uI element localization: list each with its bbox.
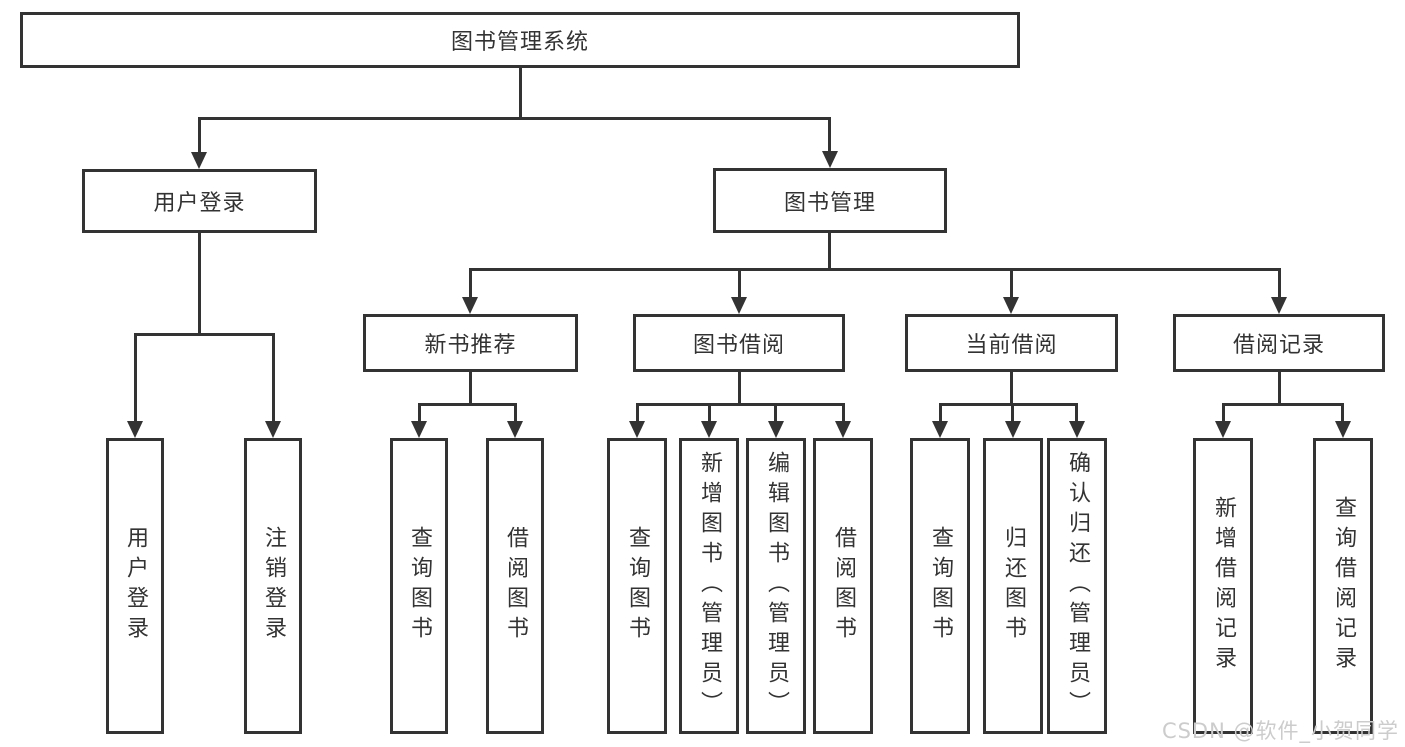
arrowhead-down-icon (127, 421, 143, 438)
connector-line (636, 403, 844, 406)
connector-line (418, 403, 516, 406)
csdn-watermark: CSDN @软件_小贺同学 (1161, 719, 1399, 743)
connector-line (1010, 372, 1013, 405)
connector-line (1222, 403, 1344, 406)
connector-line (1075, 403, 1078, 421)
connector-line (469, 268, 472, 297)
arrowhead-down-icon (932, 421, 948, 438)
node-label: 新书推荐 (424, 333, 517, 358)
node-library-system: 图书管理系统 (20, 12, 1020, 68)
connector-line (198, 233, 201, 335)
leaf-label: 编辑图书（管理员） (764, 451, 789, 721)
leaf-label: 借阅图书 (831, 526, 856, 646)
connector-line (1341, 403, 1344, 421)
arrowhead-down-icon (1335, 421, 1351, 438)
connector-line (636, 403, 639, 421)
arrowhead-down-icon (701, 421, 717, 438)
node-label: 用户登录 (153, 191, 246, 216)
arrowhead-down-icon (462, 297, 478, 314)
leaf-label: 新增借阅记录 (1211, 496, 1236, 676)
connector-line (708, 403, 711, 421)
leaf-label: 借阅图书 (503, 526, 528, 646)
connector-line (519, 68, 522, 119)
arrowhead-down-icon (822, 151, 838, 168)
leaf-add-book-admin: 新增图书（管理员） (679, 438, 739, 734)
node-new-book-recommend: 新书推荐 (363, 314, 578, 372)
leaf-add-borrow-record: 新增借阅记录 (1193, 438, 1253, 734)
connector-line (469, 372, 472, 405)
arrowhead-down-icon (1003, 297, 1019, 314)
connector-line (738, 372, 741, 405)
leaf-user-login: 用户登录 (106, 438, 164, 734)
leaf-label: 用户登录 (123, 526, 148, 646)
arrowhead-down-icon (1069, 421, 1085, 438)
connector-line (774, 403, 777, 421)
connector-line (469, 268, 1281, 271)
leaf-label: 查询图书 (928, 526, 953, 646)
leaf-borrow-books: 借阅图书 (813, 438, 873, 734)
connector-line (939, 403, 942, 421)
connector-line (738, 268, 741, 297)
node-book-management: 图书管理 (713, 168, 947, 233)
connector-line (1278, 268, 1281, 297)
connector-line (418, 403, 421, 421)
leaf-label: 新增图书（管理员） (697, 451, 722, 721)
connector-line (272, 333, 275, 421)
connector-line (134, 333, 137, 421)
leaf-label: 确认归还（管理员） (1065, 451, 1090, 721)
connector-line (828, 117, 831, 152)
leaf-query-books-recommend: 查询图书 (390, 438, 448, 734)
leaf-edit-book-admin: 编辑图书（管理员） (746, 438, 806, 734)
leaf-label: 归还图书 (1001, 526, 1026, 646)
connector-line (1011, 403, 1014, 421)
node-label: 图书管理 (783, 190, 876, 216)
arrowhead-down-icon (411, 421, 427, 438)
connector-line (514, 403, 517, 421)
node-label: 图书管理系统 (450, 30, 589, 55)
arrowhead-down-icon (265, 421, 281, 438)
leaf-label: 查询借阅记录 (1331, 496, 1356, 676)
connector-line (828, 233, 831, 270)
arrowhead-down-icon (1215, 421, 1231, 438)
arrowhead-down-icon (835, 421, 851, 438)
connector-line (842, 403, 845, 421)
leaf-label: 查询图书 (625, 526, 650, 646)
node-label: 当前借阅 (965, 333, 1058, 358)
node-current-borrowing: 当前借阅 (905, 314, 1118, 372)
connector-line (1278, 372, 1281, 405)
arrowhead-down-icon (629, 421, 645, 438)
leaf-query-books-borrow: 查询图书 (607, 438, 667, 734)
node-label: 图书借阅 (692, 333, 785, 358)
node-user-login: 用户登录 (82, 169, 317, 233)
arrowhead-down-icon (1005, 421, 1021, 438)
connector-line (134, 333, 274, 336)
leaf-query-borrow-record: 查询借阅记录 (1313, 438, 1373, 734)
leaf-query-books-current: 查询图书 (910, 438, 970, 734)
leaf-borrow-books-recommend: 借阅图书 (486, 438, 544, 734)
leaf-label: 查询图书 (407, 526, 432, 646)
arrowhead-down-icon (1271, 297, 1287, 314)
connector-line (939, 403, 1078, 406)
leaf-label: 注销登录 (261, 526, 286, 646)
arrowhead-down-icon (191, 152, 207, 169)
connector-line (1222, 403, 1225, 421)
connector-line (198, 117, 831, 120)
node-book-borrowing: 图书借阅 (633, 314, 845, 372)
arrowhead-down-icon (507, 421, 523, 438)
arrowhead-down-icon (731, 297, 747, 314)
leaf-logout: 注销登录 (244, 438, 302, 734)
connector-line (1010, 268, 1013, 297)
arrowhead-down-icon (768, 421, 784, 438)
node-label: 借阅记录 (1232, 333, 1325, 358)
connector-line (198, 117, 201, 153)
node-borrowing-records: 借阅记录 (1173, 314, 1385, 372)
leaf-confirm-return-admin: 确认归还（管理员） (1047, 438, 1107, 734)
leaf-return-books: 归还图书 (983, 438, 1043, 734)
